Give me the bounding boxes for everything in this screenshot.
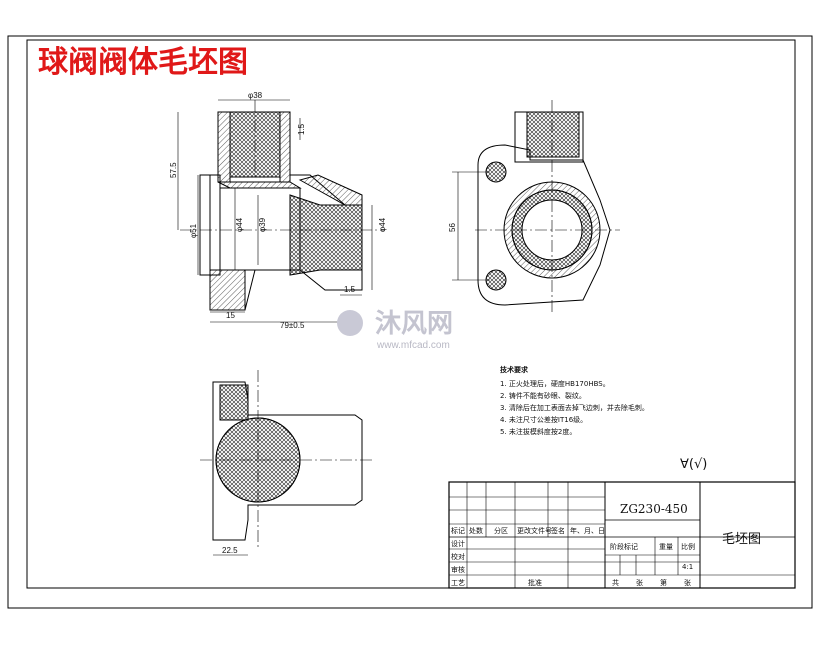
dim-bottom-width: 22.5	[222, 546, 238, 555]
header-cell: 标记	[451, 526, 465, 535]
dim-bore1: φ44	[235, 217, 244, 232]
sheet-label: 张	[636, 578, 643, 587]
row-label: 校对	[451, 552, 465, 561]
dim-top-step: 1.5	[297, 123, 306, 135]
header-cell: 处数	[469, 526, 483, 535]
outer-frame	[7, 35, 813, 609]
watermark: 沐风网 www.mfcad.com	[337, 309, 453, 351]
watermark-url: www.mfcad.com	[376, 340, 450, 351]
material-code: ZG230-450	[620, 502, 688, 516]
row-label: 审核	[451, 565, 465, 574]
dim-right-dia: φ44	[378, 217, 387, 232]
weight-label: 重量	[659, 543, 673, 551]
drawing-title: 球阀阀体毛坯图	[38, 45, 248, 80]
sheet-label: 第	[660, 578, 667, 587]
note-item: 5. 未注拔模斜度按2度。	[500, 427, 576, 436]
row-label: 设计	[451, 539, 465, 548]
dim-length: 79±0.5	[280, 321, 305, 330]
dim-bore2: φ39	[258, 217, 267, 232]
note-item: 4. 未注尺寸公差按IT16级。	[500, 415, 587, 424]
header-cell: 年、月、日	[570, 526, 605, 535]
side-view	[452, 100, 620, 312]
dim-left-dia: φ51	[189, 223, 198, 238]
notes-heading: 技术要求	[500, 365, 529, 374]
row-label: 工艺	[451, 579, 465, 587]
watermark-brand: 沐风网	[375, 309, 453, 339]
inner-frame	[26, 39, 796, 589]
drawing-name: 毛坯图	[722, 532, 761, 547]
dim-height: 57.5	[169, 162, 178, 178]
note-item: 2. 铸件不能有砂眼、裂纹。	[500, 391, 586, 400]
header-cell: 签名	[551, 526, 565, 535]
front-view	[177, 99, 385, 323]
roughness-symbol: ∀(√)	[680, 457, 707, 472]
title-block	[448, 481, 796, 589]
approve-label: 批准	[528, 578, 542, 587]
technical-notes: 技术要求 1. 正火处理后，硬度HB170HBS。 2. 铸件不能有砂眼、裂纹。…	[500, 365, 649, 436]
header-cell: 更改文件号	[517, 526, 552, 535]
scale-label: 比例	[681, 542, 695, 551]
note-item: 3. 清除后在加工表面去掉飞边刺，并去除毛刺。	[500, 403, 649, 412]
stage-label: 阶段标记	[610, 542, 638, 551]
dim-side-height: 56	[448, 223, 457, 232]
dim-flange: 15	[226, 311, 235, 320]
header-cell: 分区	[494, 526, 508, 535]
top-view	[200, 370, 375, 556]
dim-right-step: 1.5	[344, 285, 356, 294]
watermark-logo-icon	[337, 310, 363, 336]
scale-value: 4:1	[682, 563, 693, 571]
sheet-label: 张	[684, 578, 691, 587]
dim-top-dia: φ38	[248, 91, 263, 100]
note-item: 1. 正火处理后，硬度HB170HBS。	[500, 379, 610, 388]
sheet-label: 共	[612, 578, 619, 587]
